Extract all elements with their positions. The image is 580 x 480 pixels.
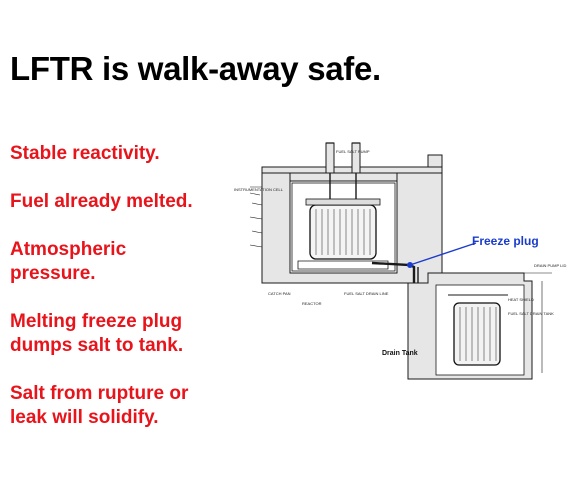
bullet-salt-solidify: Salt from rupture or leak will solidify. [10, 383, 189, 428]
label-heat-shield: HEAT SHIELD [508, 297, 534, 302]
label-instrumentation-cell: INSTRUMENTATION CELL [234, 187, 284, 192]
bullet-stable-reactivity: Stable reactivity. [10, 143, 160, 164]
label-reactor: REACTOR [302, 301, 322, 306]
drain-cell-dimension [524, 272, 552, 373]
bullet-atmospheric-pressure: Atmospheric pressure. [10, 239, 127, 284]
freeze-plug-label: Freeze plug [472, 234, 539, 248]
label-fuel-salt-pump: FUEL SALT PUMP [336, 149, 370, 154]
bullet-list: Stable reactivity. Fuel already melted. … [10, 142, 250, 454]
drain-tank-label: Drain Tank [382, 350, 418, 357]
label-fuel-salt-drain-line: FUEL SALT DRAIN LINE [344, 291, 389, 296]
slide-title: LFTR is walk-away safe. [10, 50, 381, 87]
bullet-freeze-plug: Melting freeze plug dumps salt to tank. [10, 311, 184, 356]
drain-tank [453, 302, 501, 366]
pump-shaft-left [325, 142, 335, 174]
pump-columns [329, 173, 357, 199]
reactor-vessel [309, 204, 377, 260]
reactor-cross-section-diagram: FUEL SALT PUMP INSTRUMENTATION CELL CATC… [234, 142, 566, 380]
reactor-core-lines [315, 209, 371, 255]
drain-tank-bayonet-tubes [459, 307, 497, 361]
ground-hatch [249, 186, 263, 248]
freeze-plug-leader [409, 242, 477, 266]
label-catch-pan: CATCH PAN [268, 291, 291, 296]
catch-pan [297, 260, 389, 270]
reactor-vessel-head [305, 198, 381, 206]
label-fuel-salt-drain-tank: FUEL SALT DRAIN TANK [508, 311, 554, 316]
pump-shaft-right [351, 142, 361, 174]
reactor-cell-roof [289, 172, 398, 182]
label-drain-pump-lid: DRAIN PUMP LID [534, 263, 566, 268]
bullet-fuel-melted: Fuel already melted. [10, 191, 193, 212]
